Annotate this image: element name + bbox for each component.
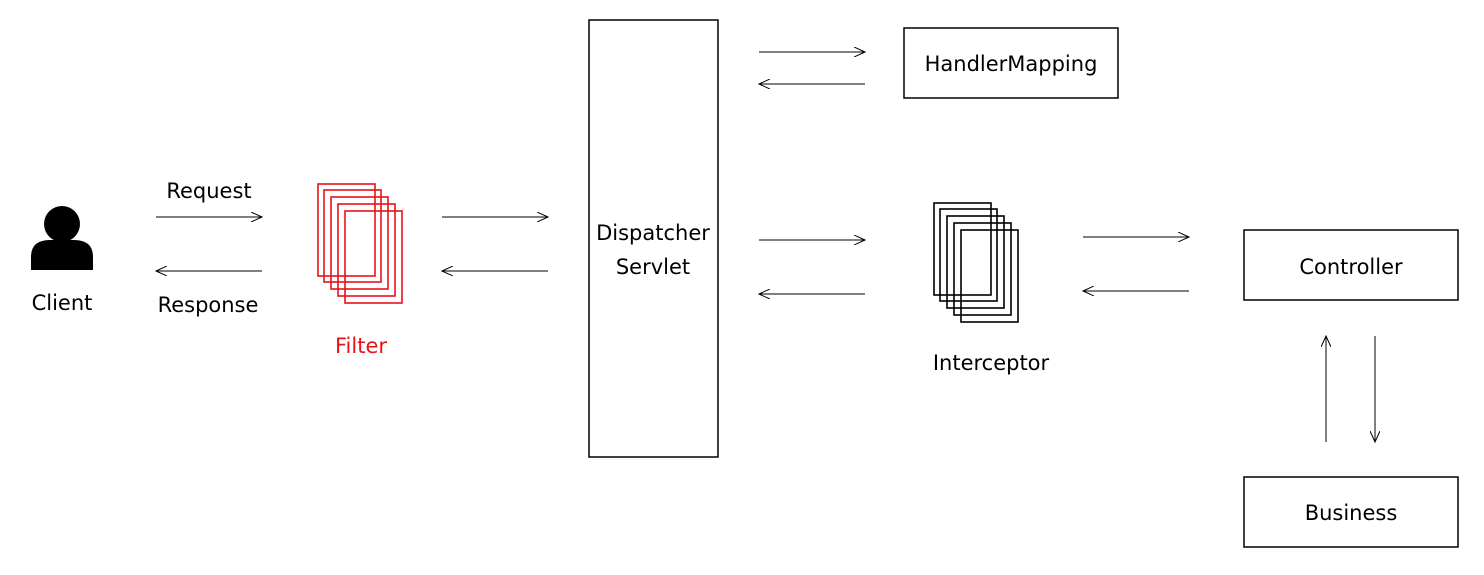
business-label: Business — [1305, 501, 1398, 525]
stacked-pages-icon — [317, 183, 403, 304]
handler-mapping-label: HandlerMapping — [925, 52, 1098, 76]
client-node: Client — [31, 206, 93, 315]
client-label: Client — [32, 291, 93, 315]
request-label: Request — [166, 179, 251, 203]
dispatcher-label-line1: Dispatcher — [596, 221, 710, 245]
controller-box — [1243, 229, 1459, 301]
dispatcher-label-line2: Servlet — [616, 255, 690, 279]
stacked-pages-icon — [933, 202, 1019, 323]
interceptor-node: Interceptor — [933, 202, 1050, 375]
filter-node: Filter — [317, 183, 403, 358]
business-node: Business — [1243, 476, 1459, 548]
interceptor-label: Interceptor — [933, 351, 1050, 375]
filter-label: Filter — [335, 334, 387, 358]
handler-mapping-node: HandlerMapping — [903, 27, 1119, 99]
dispatcher-servlet-node: Dispatcher Servlet — [588, 19, 719, 458]
business-box — [1243, 476, 1459, 548]
dispatcher-servlet-box — [588, 19, 719, 458]
controller-node: Controller — [1243, 229, 1459, 301]
controller-label: Controller — [1299, 255, 1403, 279]
person-icon — [31, 206, 93, 270]
handler-mapping-box — [903, 27, 1119, 99]
response-label: Response — [158, 293, 259, 317]
